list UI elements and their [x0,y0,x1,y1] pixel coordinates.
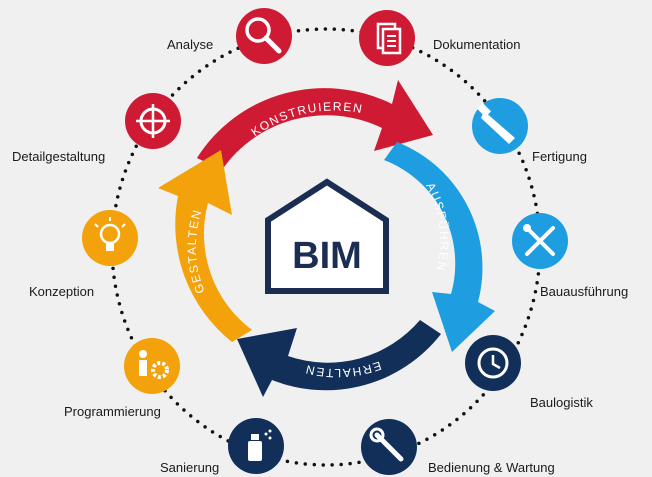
arrow-gestalten [158,150,252,342]
step-fertigung: Fertigung [532,149,587,164]
spray-can-icon [228,418,284,474]
step-detailgestaltung: Detailgestaltung [12,149,106,164]
clock-icon [465,335,521,391]
tools-icon [512,213,568,269]
step-baulogistik: Baulogistik [530,395,593,410]
person-gear-icon [124,338,180,394]
step-konzeption: Konzeption [29,284,95,299]
step-programmierung: Programmierung [64,404,161,419]
step-bedienung-wartung: Bedienung & Wartung [428,460,555,475]
analyse-icon [236,8,292,64]
arrow-ausfuehren [384,142,495,352]
lightbulb-icon [82,210,138,266]
bim-label: BIM [292,235,362,277]
bim-house-icon: BIM [265,178,389,294]
step-analyse: Analyse [167,37,214,52]
step-dokumentation: Dokumentation [433,37,521,52]
step-sanierung: Sanierung [160,460,220,475]
wrench-icon [361,419,417,475]
arrow-erhalten [237,320,441,397]
step-bauausfuehrung: Bauausführung [540,284,629,299]
dokumentation-icon [359,10,415,66]
saw-icon [472,98,528,154]
target-icon [125,93,181,149]
arrow-konstruieren [197,80,433,170]
